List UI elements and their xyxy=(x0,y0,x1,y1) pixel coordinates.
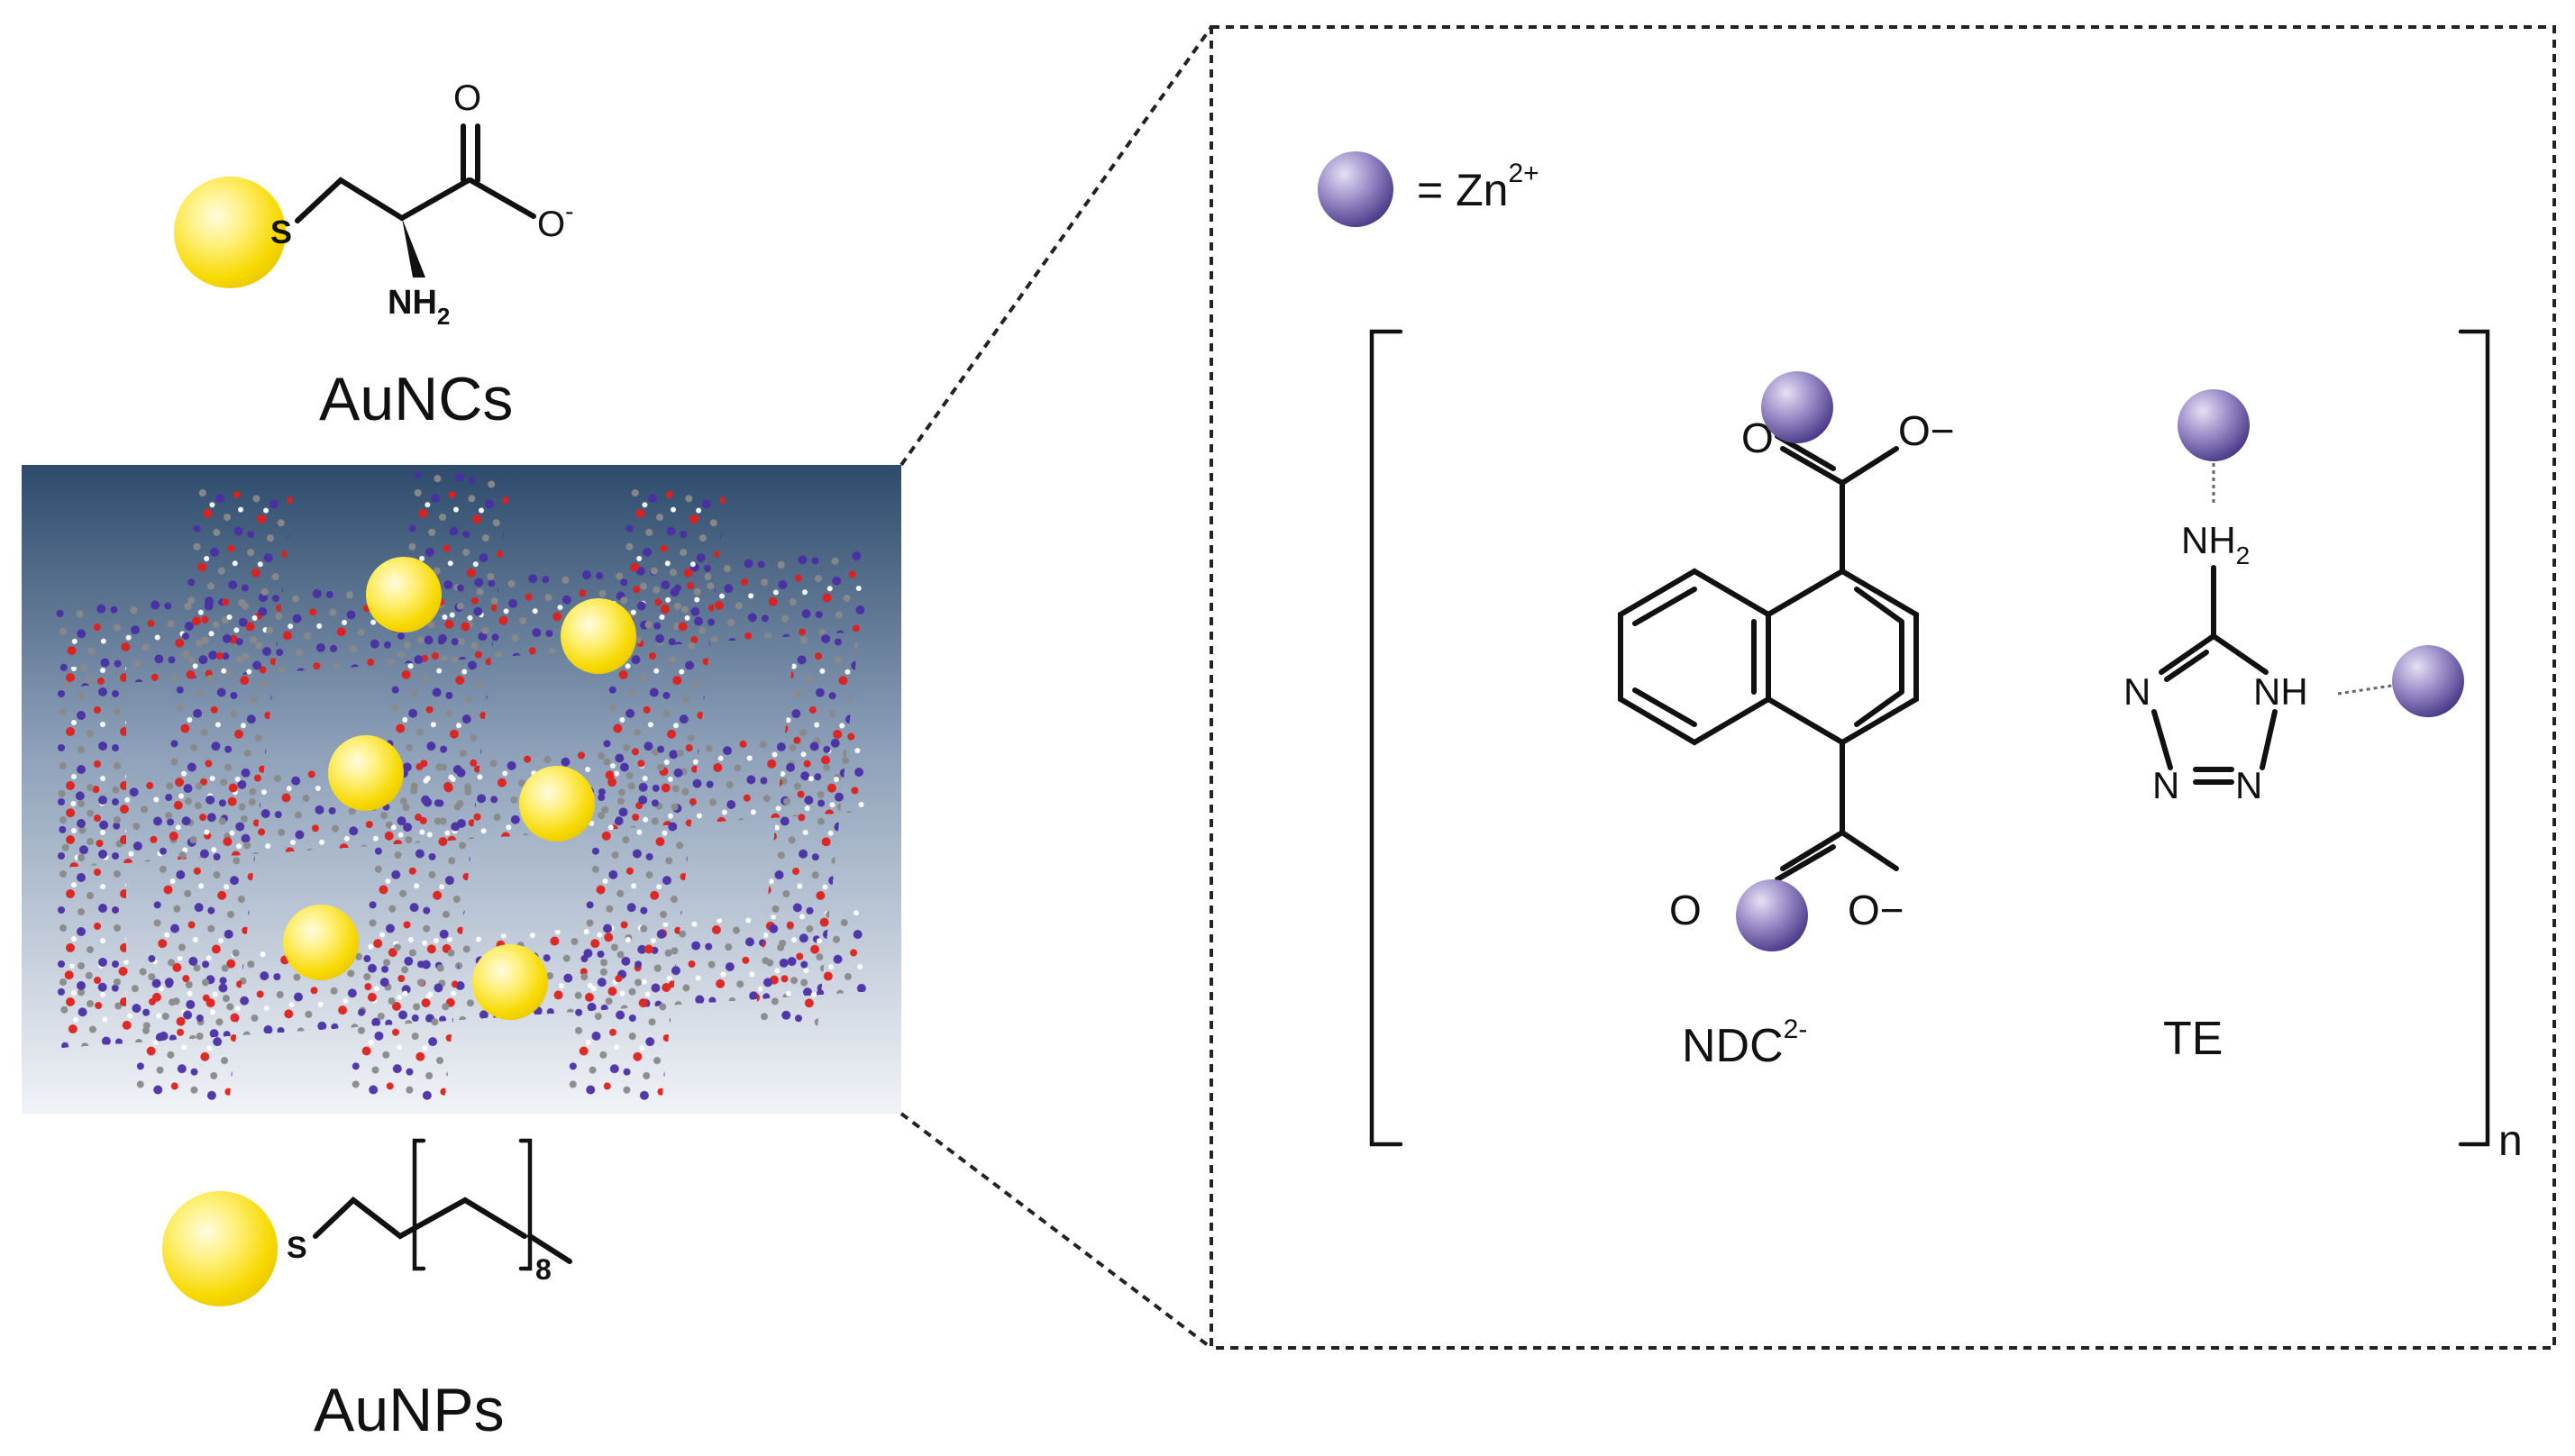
aunp-title: AuNPs xyxy=(314,1376,505,1444)
gold-nanoparticle-sphere xyxy=(162,1191,278,1306)
te-nitrogen-bottom-right: N xyxy=(2235,764,2262,806)
ndc-oxygen-top-right: O− xyxy=(1898,407,1955,454)
te-nitrogen-left: N xyxy=(2123,670,2150,713)
zinc-ion-legend-icon xyxy=(1318,151,1393,227)
stereo-wedge-bond xyxy=(402,218,425,278)
zinc-ion-te-right xyxy=(2392,645,2464,717)
detail-panel-frame xyxy=(1210,25,2556,1350)
aunc-ligand-structure: S NH2 O O- AuNCs xyxy=(174,78,573,433)
polymer-bracket-left xyxy=(1369,329,1403,1147)
anionic-oxygen-top: O- xyxy=(537,197,573,244)
te-amine-label: NH2 xyxy=(2181,519,2250,569)
sulfur-label-bottom: S xyxy=(287,1231,307,1265)
gold-nanocluster-sphere xyxy=(174,177,286,288)
ndc-oxygen-bottom-right: O− xyxy=(1848,887,1904,933)
polymer-repeat-n: n xyxy=(2498,1117,2523,1165)
te-structure: NH2 N NH N N TE xyxy=(2123,389,2464,1065)
zinc-ion-ndc-bottom xyxy=(1736,879,1808,951)
te-label: TE xyxy=(2163,1013,2223,1065)
coordination-detail-panel: = Zn2+ n O O− xyxy=(1210,25,2556,1350)
zinc-ion-ndc-top xyxy=(1761,371,1833,443)
polymer-bracket-right xyxy=(2458,329,2490,1147)
ndc-structure: O O− O O− NDC2- xyxy=(1618,371,1955,1072)
amine-label-top: NH2 xyxy=(388,284,450,330)
embedded-gold-particle xyxy=(561,598,636,674)
aunp-ligand-structure: S 8 AuNPs xyxy=(162,1138,572,1444)
ndc-label: NDC2- xyxy=(1682,1015,1807,1072)
aunc-title: AuNCs xyxy=(319,365,513,433)
sulfur-label-top: S xyxy=(270,214,292,250)
embedded-gold-particle xyxy=(472,944,548,1020)
te-nh-right: NH xyxy=(2253,670,2308,713)
zoom-connector-top xyxy=(899,25,1213,467)
zinc-legend-label: = Zn2+ xyxy=(1417,159,1539,215)
embedded-gold-particle xyxy=(328,735,404,811)
repeat-count-label: 8 xyxy=(535,1253,552,1286)
ndc-oxygen-bottom-left: O xyxy=(1669,887,1702,933)
te-nitrogen-bottom-left: N xyxy=(2152,764,2179,806)
zinc-ion-te-top xyxy=(2178,389,2250,461)
zoom-connector-bottom xyxy=(899,1112,1213,1350)
embedded-gold-particle xyxy=(366,557,442,632)
embedded-gold-particle xyxy=(283,905,359,980)
mof-lattice-image xyxy=(22,465,901,1114)
carbonyl-oxygen-top: O xyxy=(453,78,481,118)
embedded-gold-particle xyxy=(519,766,595,842)
